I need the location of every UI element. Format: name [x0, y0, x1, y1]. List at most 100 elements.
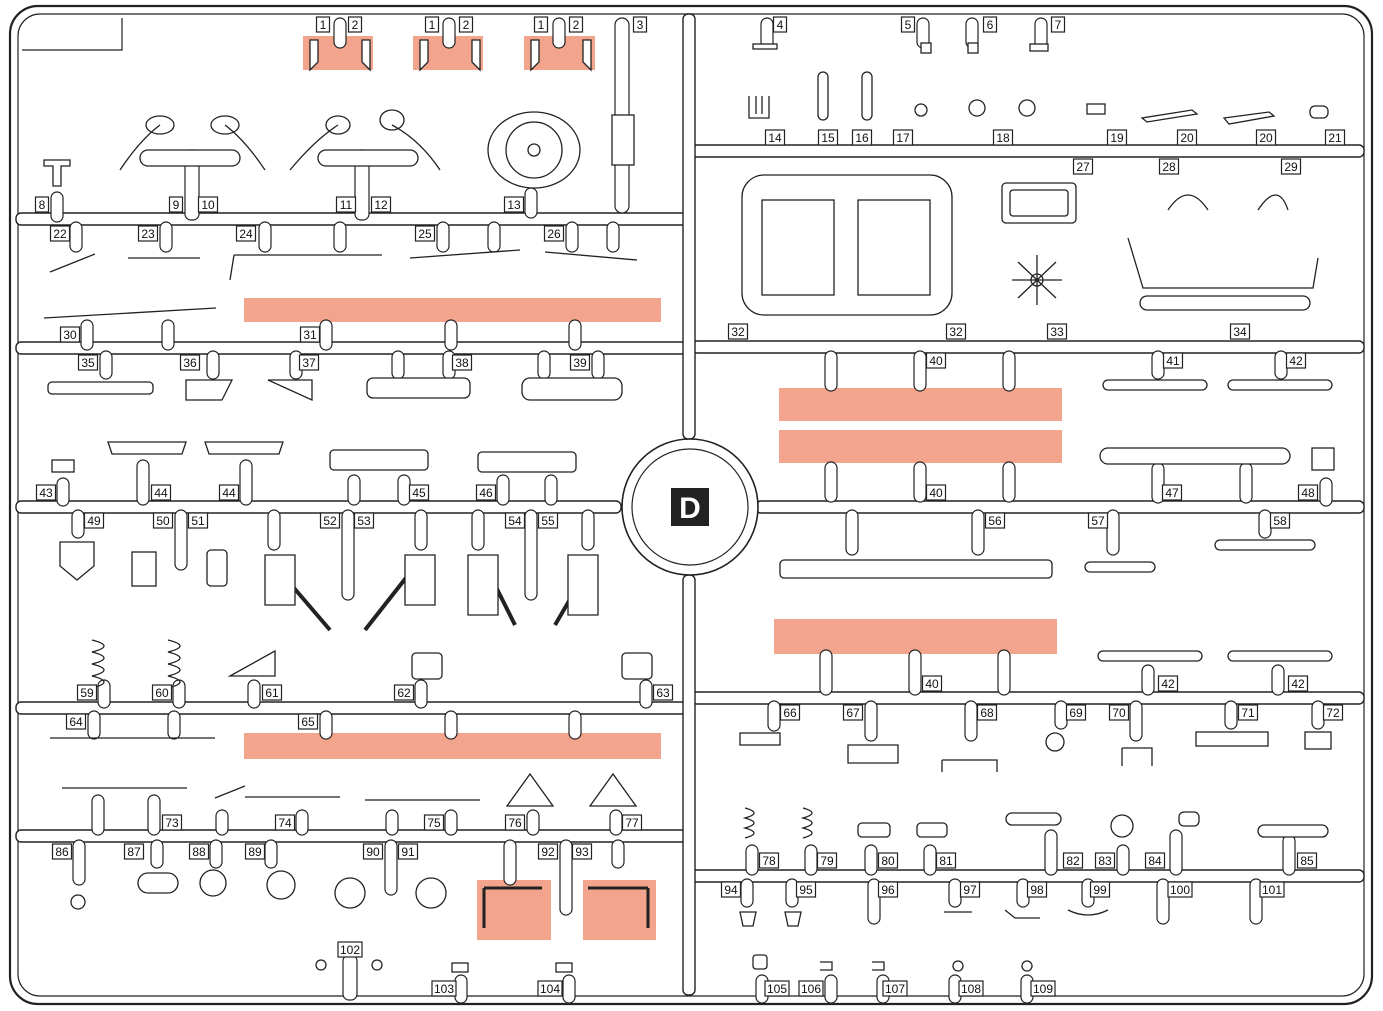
- part-number: 60: [155, 686, 169, 700]
- part-number: 40: [929, 486, 943, 500]
- part-number-box: [984, 512, 1006, 529]
- part-number: 40: [925, 677, 939, 691]
- part-number-box: [503, 196, 525, 213]
- part-number: 97: [963, 883, 977, 897]
- part-number: 93: [575, 845, 589, 859]
- part-number-label: 19: [1106, 129, 1128, 146]
- part-number-label: 1: [533, 16, 549, 33]
- part-number-box: [83, 512, 105, 529]
- part-number: 50: [156, 514, 170, 528]
- part-number: 41: [1166, 354, 1180, 368]
- part-number-box: [1229, 323, 1251, 340]
- part-number-label: 77: [621, 814, 643, 831]
- part-number-box: [1285, 352, 1307, 369]
- part-number: 40: [929, 354, 943, 368]
- part-number-label: 101: [1259, 881, 1285, 898]
- part-number-box: [537, 512, 559, 529]
- part-number-label: 52: [319, 512, 341, 529]
- part-number-box: [150, 484, 172, 501]
- part-number: 85: [1300, 854, 1314, 868]
- part-number: 55: [541, 514, 555, 528]
- part-number: 2: [573, 18, 580, 32]
- part-number-box: [945, 323, 967, 340]
- part-number-label: 59: [76, 684, 98, 701]
- part-number-label: 29: [1280, 158, 1302, 175]
- part-number-box: [370, 196, 392, 213]
- part-number: 64: [69, 715, 83, 729]
- part-number-box: [1167, 881, 1193, 898]
- part-number-box: [764, 980, 790, 997]
- part-number: 109: [1033, 982, 1053, 996]
- part-number-label: 25: [414, 225, 436, 242]
- part-number-label: 51: [187, 512, 209, 529]
- part-number: 107: [885, 982, 905, 996]
- part-number-label: 40: [925, 352, 947, 369]
- part-number: 47: [1165, 486, 1179, 500]
- part-number: 15: [821, 131, 835, 145]
- part-number-box: [424, 16, 440, 33]
- part-number: 65: [301, 715, 315, 729]
- part-number-label: 75: [423, 814, 445, 831]
- part-number-label: 56: [984, 512, 1006, 529]
- part-number-label: 65: [297, 713, 319, 730]
- part-number-label: 32: [727, 323, 749, 340]
- part-number-box: [77, 354, 99, 371]
- part-number: 62: [397, 686, 411, 700]
- part-number: 44: [154, 486, 168, 500]
- part-number: 29: [1284, 160, 1298, 174]
- part-number: 74: [278, 816, 292, 830]
- part-number: 43: [39, 486, 53, 500]
- part-number-label: 33: [1046, 323, 1068, 340]
- part-number-box: [1094, 852, 1116, 869]
- part-number-box: [152, 512, 174, 529]
- part-number-label: 7: [1050, 16, 1066, 33]
- part-number-box: [218, 484, 240, 501]
- part-number-label: 26: [543, 225, 565, 242]
- part-number-box: [451, 354, 473, 371]
- part-number-box: [727, 323, 749, 340]
- part-number-label: 63: [652, 684, 674, 701]
- part-number: 108: [961, 982, 981, 996]
- part-number: 98: [1030, 883, 1044, 897]
- highlight-part-40-c: [774, 619, 1057, 654]
- part-number: 28: [1162, 160, 1176, 174]
- part-number-box: [1259, 881, 1285, 898]
- part-number-box: [851, 129, 873, 146]
- part-number: 103: [434, 982, 454, 996]
- part-number-box: [882, 980, 908, 997]
- part-number-box: [397, 843, 419, 860]
- part-number: 21: [1328, 131, 1342, 145]
- part-number: 2: [352, 18, 359, 32]
- part-number-label: 2: [458, 16, 474, 33]
- part-number-label: 105: [764, 980, 790, 997]
- part-number: 1: [538, 18, 545, 32]
- corner-tab: [22, 18, 123, 51]
- part-number-box: [652, 684, 674, 701]
- part-number: 44: [222, 486, 236, 500]
- part-number-box: [1287, 675, 1309, 692]
- part-number-box: [976, 704, 998, 721]
- part-number-label: 18: [992, 129, 1014, 146]
- part-number-box: [1255, 129, 1277, 146]
- part-number: 79: [820, 854, 834, 868]
- part-number: 3: [637, 18, 644, 32]
- part-number-box: [758, 852, 780, 869]
- part-number-box: [458, 16, 474, 33]
- part-number-box: [261, 684, 283, 701]
- part-number-label: 98: [1026, 881, 1048, 898]
- part-number: 90: [366, 845, 380, 859]
- part-number-label: 14: [764, 129, 786, 146]
- part-number-label: 97: [959, 881, 981, 898]
- part-number-label: 9: [168, 196, 184, 213]
- part-number-label: 45: [408, 484, 430, 501]
- part-number: 11: [340, 198, 353, 212]
- part-number-label: 32: [945, 323, 967, 340]
- part-number: 38: [455, 356, 469, 370]
- part-number-box: [51, 843, 73, 860]
- part-number-box: [1144, 852, 1166, 869]
- part-number-label: 83: [1094, 852, 1116, 869]
- part-number-box: [632, 16, 648, 33]
- part-number-box: [798, 980, 824, 997]
- part-number-box: [337, 941, 363, 958]
